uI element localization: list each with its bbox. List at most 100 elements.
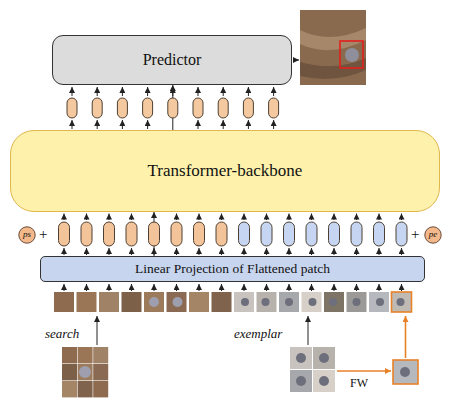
flow-arrow <box>109 214 110 221</box>
bounding-box <box>340 41 363 68</box>
terrain-stripe <box>300 58 366 79</box>
image-patch <box>77 292 97 312</box>
flow-arrow <box>198 120 199 129</box>
flow-arrow <box>356 284 357 291</box>
output-token <box>117 98 127 118</box>
flow-arrow <box>221 214 222 221</box>
flow-arrow <box>334 248 335 255</box>
flow-arrow <box>266 284 267 291</box>
search-image-cell <box>78 347 93 363</box>
search-image-cell <box>93 381 108 397</box>
input-token <box>149 222 160 246</box>
circle-shape <box>425 227 441 243</box>
input-token <box>306 222 317 246</box>
input-token <box>81 222 92 246</box>
image-patch <box>234 292 254 312</box>
input-label: search <box>45 327 79 340</box>
flow-arrow <box>379 284 380 291</box>
flow-arrow <box>289 214 290 221</box>
flow-arrow <box>248 87 249 96</box>
flow-arrow <box>311 214 312 221</box>
predictor-box: Predictor <box>52 35 292 85</box>
output-token <box>67 98 77 118</box>
patch-object <box>353 298 361 306</box>
image-patch <box>54 292 74 312</box>
search-image-cell <box>78 381 93 397</box>
flow-arrow <box>356 248 357 255</box>
flow-arrow <box>64 248 65 255</box>
input-token <box>126 222 137 246</box>
flow-arrow <box>248 120 249 129</box>
flow-arrow <box>223 87 224 96</box>
flow-arrow <box>86 214 87 221</box>
flow-arrow <box>176 214 177 221</box>
output-token <box>168 98 178 118</box>
flow-arrow <box>334 284 335 291</box>
flow-arrow <box>131 214 132 221</box>
search-image-cell <box>62 364 77 380</box>
flow-arrow <box>64 284 65 291</box>
plus-sign: + <box>411 227 419 242</box>
input-token <box>171 222 182 246</box>
output-token <box>269 98 279 118</box>
box-label: Transformer-backbone <box>148 162 303 181</box>
flow-arrow <box>289 284 290 291</box>
flow-arrow <box>379 248 380 255</box>
flow-arrow <box>72 120 73 129</box>
flow-arrow <box>221 248 222 255</box>
position-embedding-circle: ps <box>18 226 36 244</box>
rider-figure <box>345 48 359 62</box>
input-token <box>396 222 407 246</box>
flow-arrow <box>244 284 245 291</box>
flow-arrow <box>154 284 155 291</box>
input-token <box>239 222 250 246</box>
connector-arrow <box>154 212 155 256</box>
flow-arrow <box>223 120 224 129</box>
embedding-label: pe <box>429 230 438 240</box>
flow-arrow <box>379 214 380 221</box>
terrain-stripe <box>300 28 366 50</box>
flow-arrow <box>199 284 200 291</box>
image-patch <box>189 292 209 312</box>
embedding-label: ps <box>23 230 31 240</box>
patch-object <box>309 298 317 306</box>
image-patch <box>302 292 322 312</box>
input-token <box>261 222 272 246</box>
flow-arrow <box>273 120 274 129</box>
output-token <box>92 98 102 118</box>
flow-arrow <box>109 248 110 255</box>
frame-object <box>400 367 410 377</box>
input-label: exemplar <box>234 327 282 340</box>
search-image-cell <box>93 364 108 380</box>
flow-arrow <box>154 248 155 255</box>
patch-object <box>376 298 384 306</box>
exemplar-object <box>319 353 329 363</box>
search-image-cell <box>93 347 108 363</box>
flow-arrow <box>199 214 200 221</box>
output-token <box>218 98 228 118</box>
exemplar-image-cell <box>290 370 312 392</box>
flow-arrow <box>72 87 73 96</box>
flow-arrow <box>311 248 312 255</box>
search-object <box>79 366 91 378</box>
flow-arrow <box>244 248 245 255</box>
flow-arrow <box>198 87 199 96</box>
patch-object <box>149 297 159 307</box>
output-image <box>300 10 366 85</box>
box-label: Predictor <box>143 51 202 69</box>
search-image-cell <box>62 381 77 397</box>
image-patch <box>122 292 142 312</box>
input-token <box>329 222 340 246</box>
flow-arrow <box>293 60 299 61</box>
projection-box: Linear Projection of Flattened patch <box>40 256 425 282</box>
flow-arrow <box>273 87 274 96</box>
output-token <box>143 98 153 118</box>
patch-object <box>262 298 270 306</box>
input-token <box>59 222 70 246</box>
flow-arrow <box>311 284 312 291</box>
flow-arrow <box>356 214 357 221</box>
flow-arrow <box>147 87 148 96</box>
search-image-cell <box>62 347 77 363</box>
